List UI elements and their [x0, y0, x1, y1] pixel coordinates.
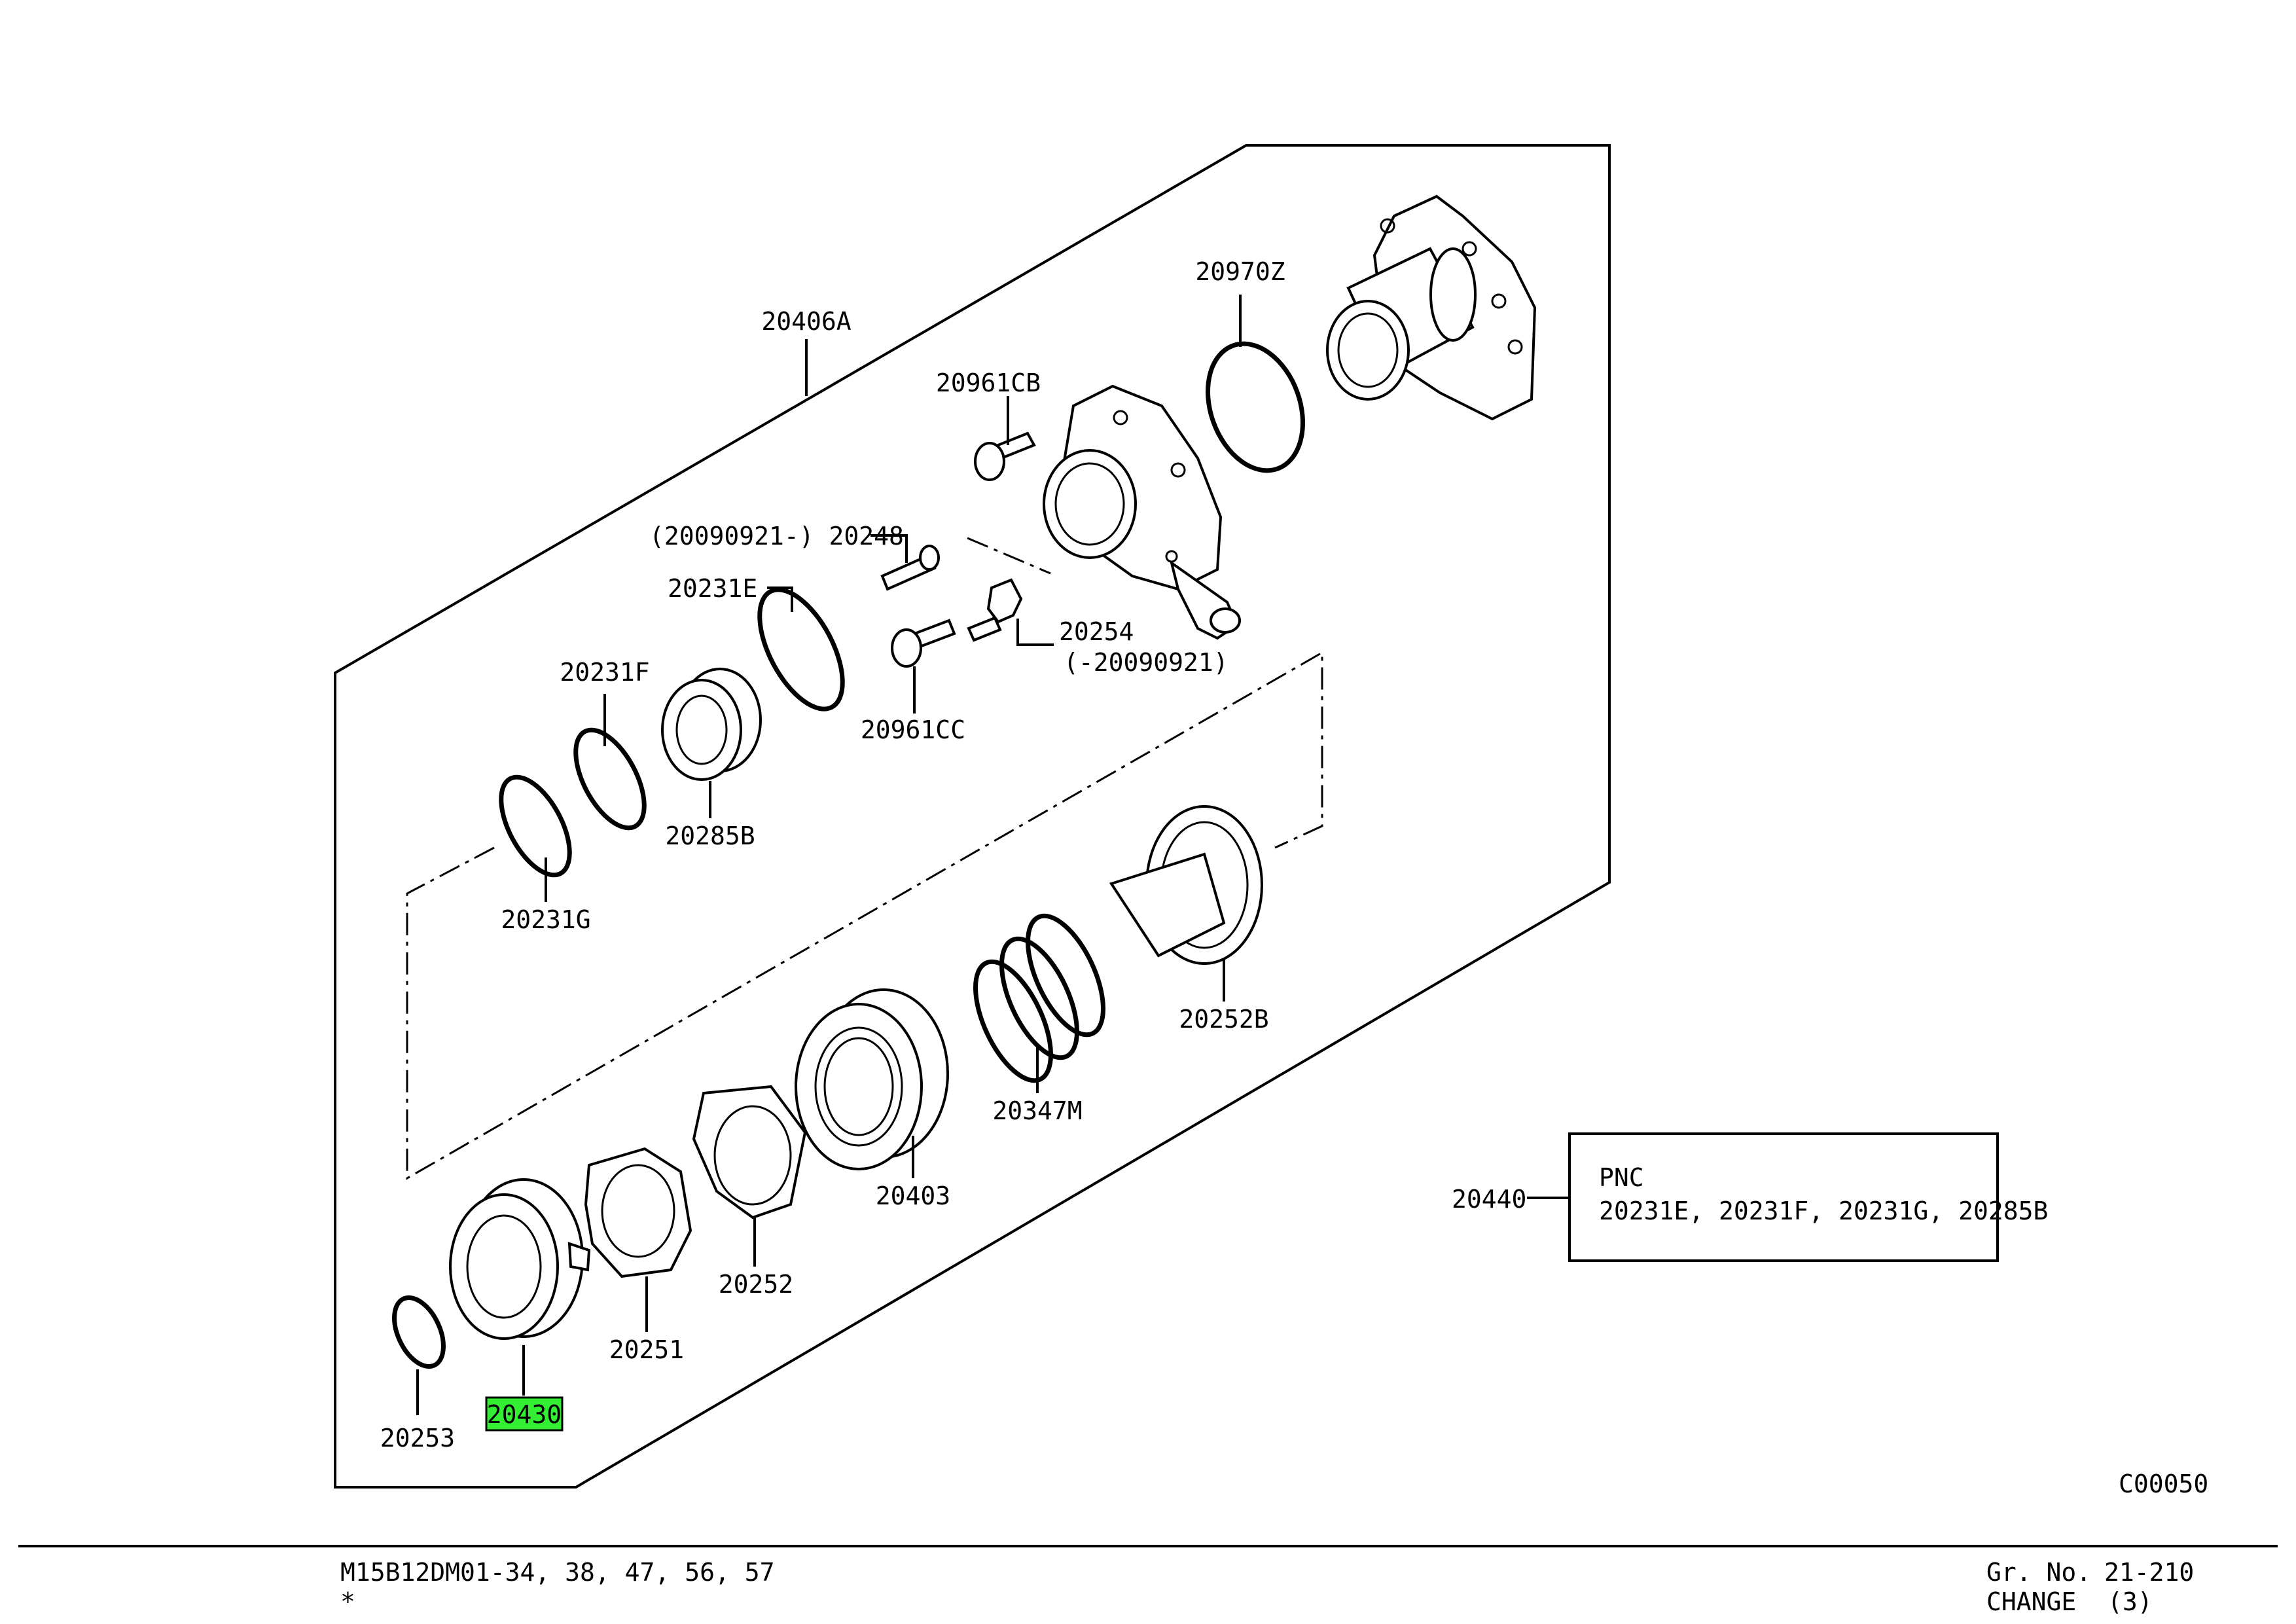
- footer-mark: *: [340, 1587, 355, 1616]
- callout-20252B[interactable]: 20252B: [1179, 1005, 1268, 1034]
- callout-20961CC[interactable]: 20961CC: [861, 715, 965, 744]
- bolt-20961CB: [974, 431, 1036, 481]
- boot-20403: [795, 988, 949, 1170]
- washer-20251: [584, 1147, 692, 1278]
- callout-20231E[interactable]: 20231E: [668, 574, 757, 603]
- callout-20285B[interactable]: 20285B: [665, 821, 755, 850]
- callout-20248[interactable]: (20090921-) 20248: [649, 522, 904, 550]
- callout-20347M[interactable]: 20347M: [992, 1096, 1082, 1125]
- callout-20231F[interactable]: 20231F: [560, 658, 649, 687]
- bolt-20961CC: [891, 619, 956, 668]
- callout-20231G[interactable]: 20231G: [501, 905, 590, 934]
- housing-20970Z: [1326, 194, 1537, 421]
- o-ring-20231E: [757, 587, 845, 712]
- leader-lines: [416, 295, 1570, 1415]
- footer-gr-value: 21-210: [2104, 1558, 2194, 1587]
- callout-20961CB[interactable]: 20961CB: [936, 369, 1041, 397]
- pnc-parts: 20231E, 20231F, 20231G, 20285B: [1599, 1197, 2048, 1225]
- callout-20254[interactable]: 20254: [1059, 617, 1134, 646]
- callout-20253[interactable]: 20253: [380, 1424, 455, 1453]
- callout-20406A[interactable]: 20406A: [761, 307, 851, 336]
- retainer-20252: [692, 1085, 807, 1219]
- cover-20252B: [1109, 805, 1263, 965]
- footer-change-label: CHANGE: [1986, 1587, 2076, 1616]
- slave-cylinder-body: [1043, 384, 1241, 640]
- pin-20248: [880, 545, 940, 591]
- o-ring-20231G: [499, 774, 572, 878]
- callout-20403[interactable]: 20403: [876, 1182, 950, 1210]
- callout-20970Z[interactable]: 20970Z: [1195, 257, 1285, 286]
- highlight-20430: [485, 1396, 564, 1432]
- callout-20252[interactable]: 20252: [719, 1270, 793, 1299]
- o-ring-20231F: [573, 727, 647, 831]
- spring-20347M: [973, 913, 1105, 1083]
- o-ring-20970Z: [1206, 341, 1305, 473]
- footer-change-value: (3): [2108, 1587, 2153, 1616]
- bleeder-20254: [967, 578, 1023, 642]
- piston-20285B: [661, 668, 762, 781]
- callout-20440[interactable]: 20440: [1452, 1185, 1526, 1214]
- pnc-title: PNC: [1599, 1163, 1644, 1192]
- footer-gr-label: Gr. No.: [1986, 1558, 2091, 1587]
- callout-20254-note: (-20090921): [1064, 648, 1229, 677]
- illustration-code: C00050: [2119, 1470, 2208, 1498]
- pnc-box: [1568, 1132, 1999, 1262]
- bracket-dashline: [967, 537, 1051, 575]
- snap-ring-20253: [392, 1295, 446, 1369]
- subassembly-outline: [406, 651, 1323, 1180]
- callout-20251[interactable]: 20251: [609, 1335, 684, 1364]
- callout-20430[interactable]: 20430: [487, 1400, 562, 1429]
- footer-model: M15B12DM01-34, 38, 47, 56, 57: [340, 1558, 774, 1587]
- release-bearing-20430: [449, 1178, 591, 1340]
- assembly-outline: [334, 144, 1611, 1489]
